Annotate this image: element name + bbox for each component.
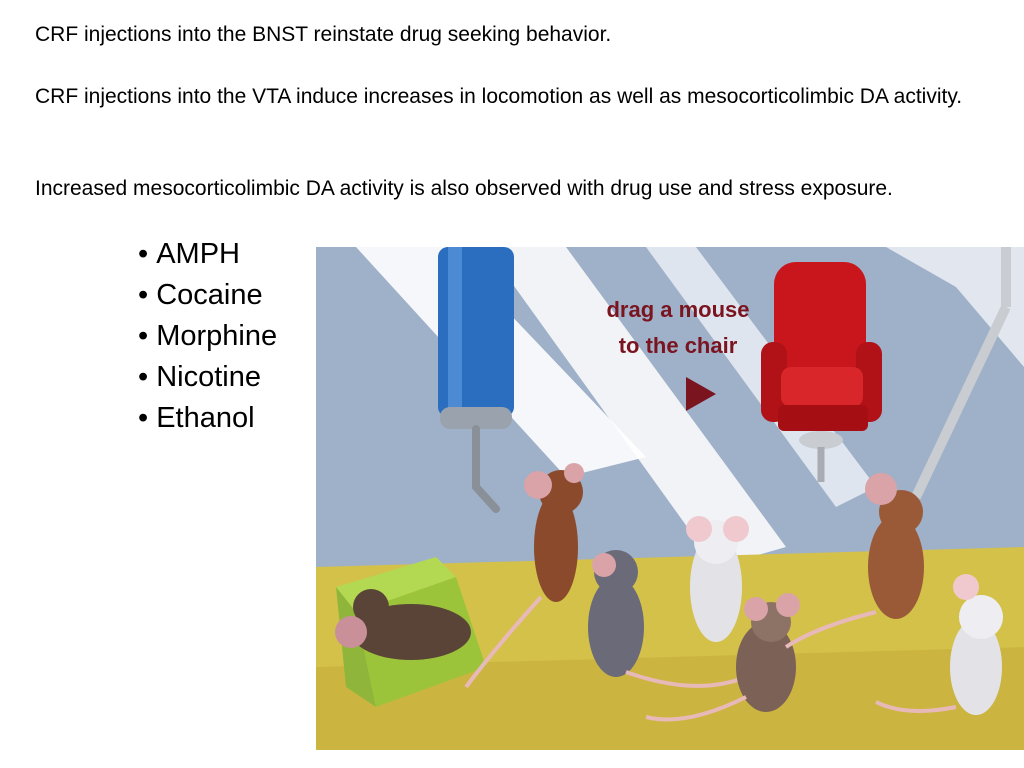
mouse-cage-illustration: drag a mouse to the chair (316, 247, 1024, 750)
drug-list: AMPH Cocaine Morphine Nicotine Ethanol (138, 234, 277, 439)
mouse-gray (588, 550, 747, 688)
light-streak (486, 247, 786, 567)
caption-line-1: drag a mouse (606, 297, 749, 322)
play-arrow-icon (686, 377, 716, 411)
paragraph-bnst: CRF injections into the BNST reinstate d… (35, 23, 612, 46)
drug-item-cocaine: Cocaine (138, 275, 277, 316)
drug-item-ethanol: Ethanol (138, 398, 277, 439)
drug-item-nicotine: Nicotine (138, 357, 277, 398)
water-bottle-icon (438, 247, 514, 513)
drug-item-amph: AMPH (138, 234, 277, 275)
caption-line-2: to the chair (619, 333, 738, 358)
mouse-tan (645, 593, 800, 722)
mouse-white-right (875, 574, 1003, 715)
rod (911, 304, 1011, 500)
red-chair-icon (761, 262, 882, 482)
floor-shade (316, 647, 1024, 750)
light-streak (886, 247, 1024, 367)
mouse-brown-right (784, 473, 924, 649)
mouse-lying (335, 589, 471, 660)
mouse-white (686, 516, 749, 642)
paragraph-vta: CRF injections into the VTA induce incre… (35, 85, 963, 108)
drug-item-morphine: Morphine (138, 316, 277, 357)
mouse-brown-standing (464, 463, 584, 689)
paragraph-da-activity: Increased mesocorticolimbic DA activity … (35, 177, 893, 200)
